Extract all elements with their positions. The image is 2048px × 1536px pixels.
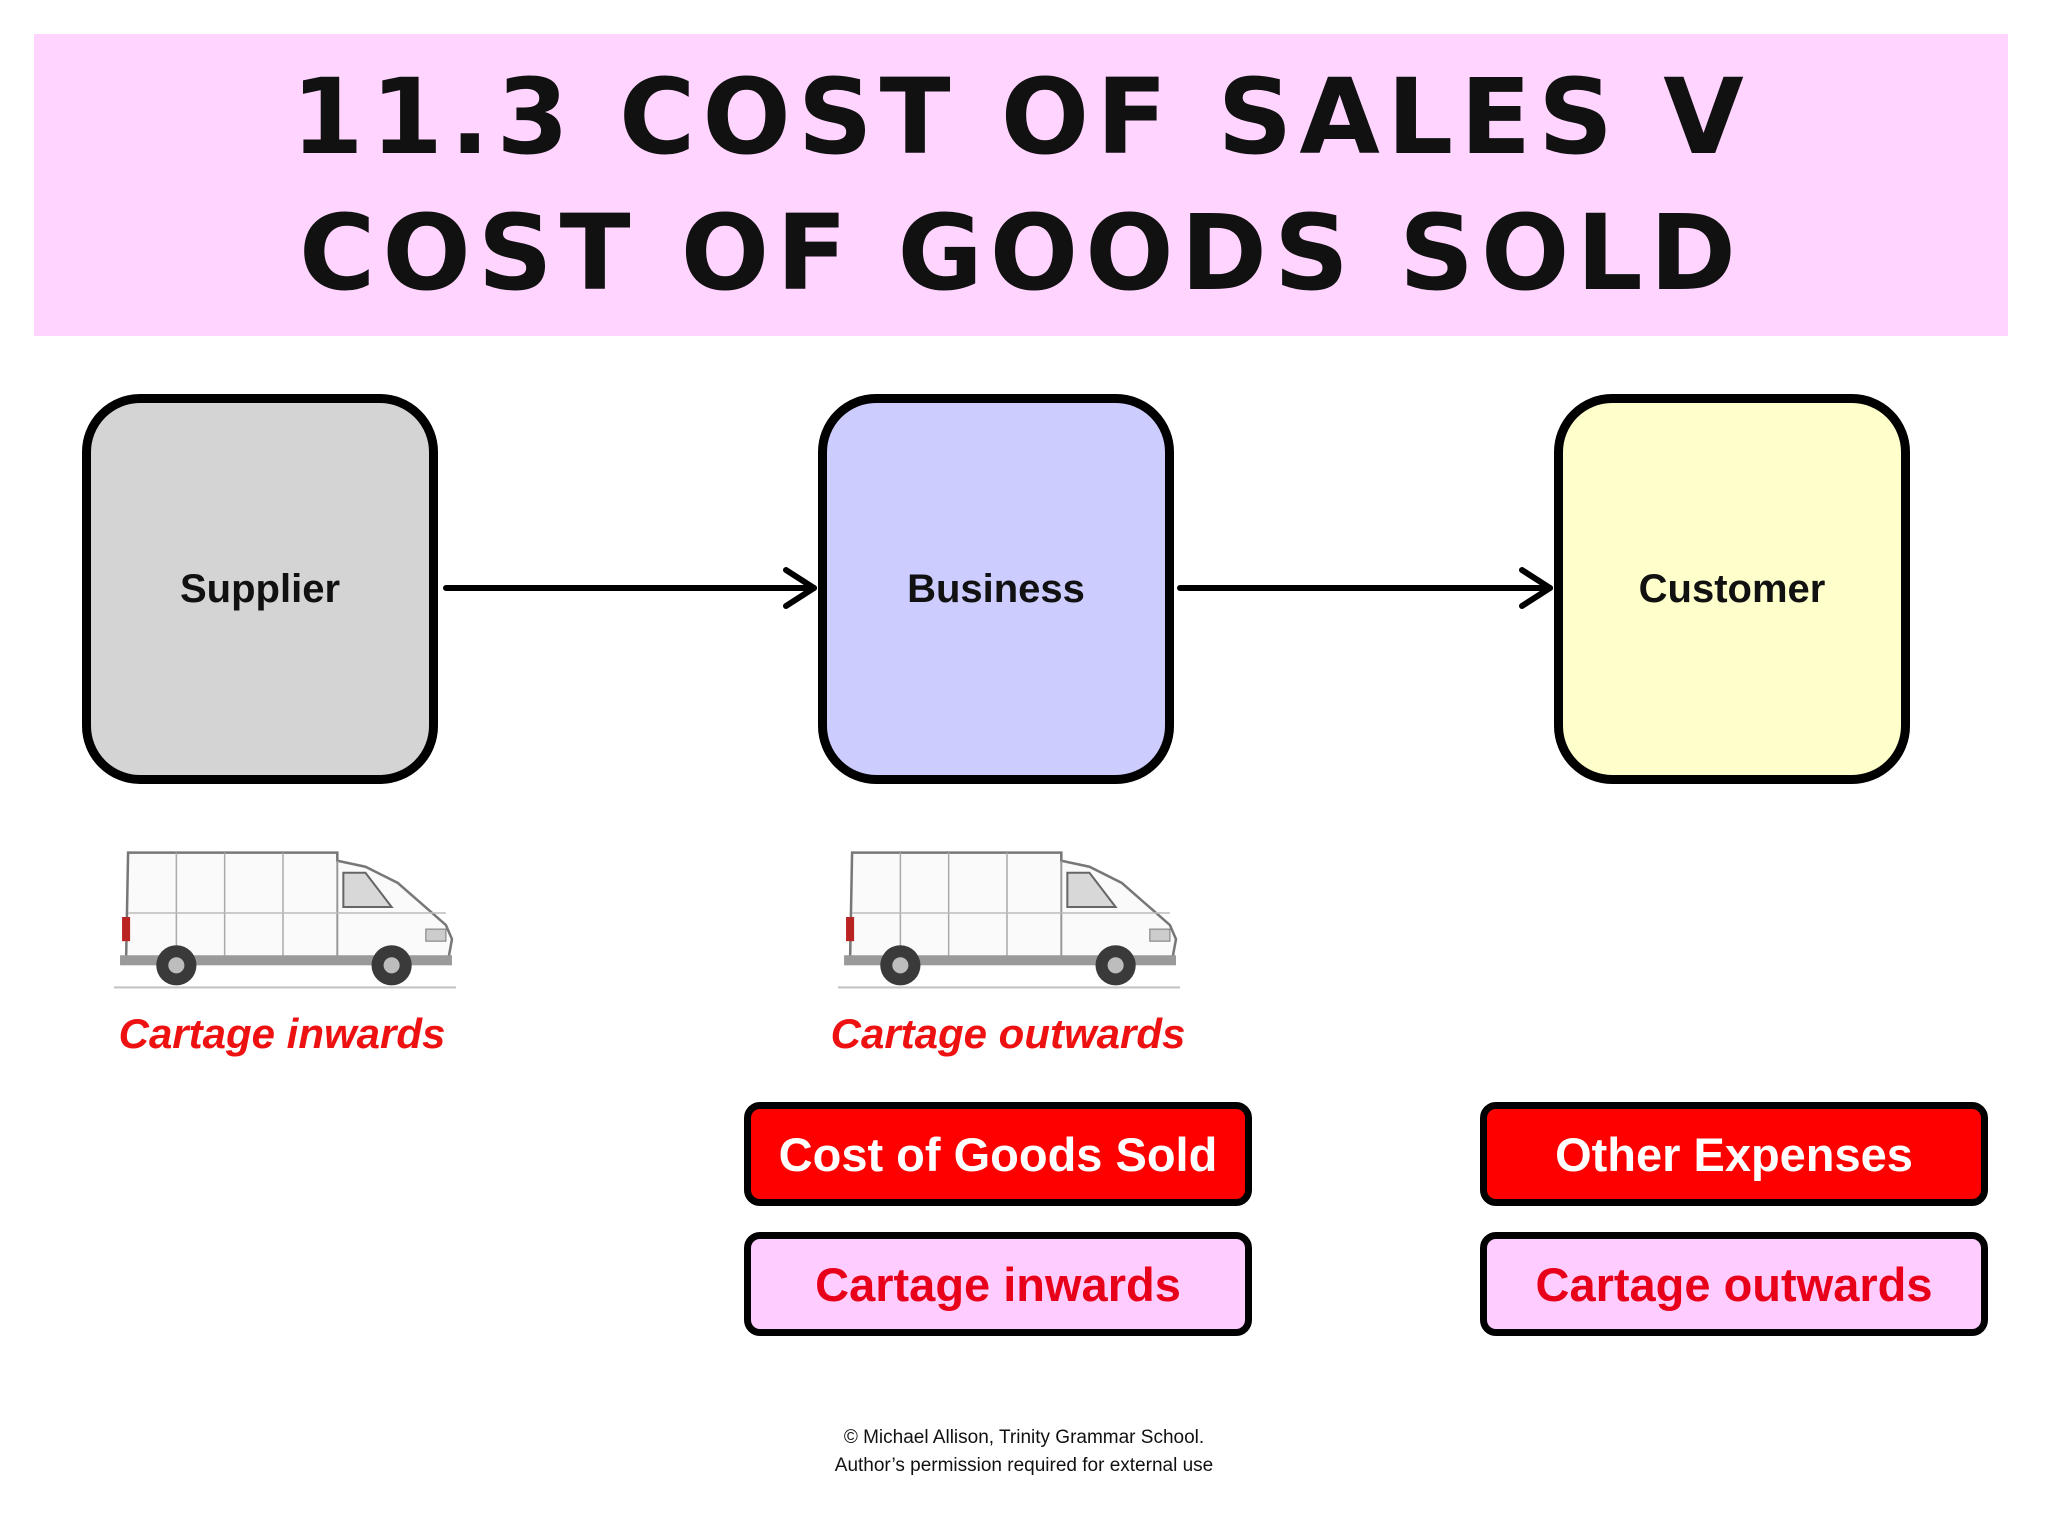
- van-icon: [114, 851, 456, 989]
- title-line-2: COST OF GOODS SOLD: [299, 192, 1743, 314]
- customer-label: Customer: [1638, 566, 1826, 611]
- footer-line-2: Author’s permission required for externa…: [834, 1455, 1214, 1476]
- supplier-box: Supplier: [82, 394, 438, 784]
- cogs-cartage-inwards-item: Cartage inwards: [744, 1232, 1252, 1336]
- business-box: Business: [818, 394, 1174, 784]
- van-icon: [838, 851, 1180, 989]
- arrow-supplier-to-business: [443, 567, 817, 609]
- cartage-inwards-caption: Cartage inwards: [118, 1010, 446, 1057]
- arrow-business-to-customer: [1177, 567, 1553, 609]
- supplier-label: Supplier: [179, 566, 341, 611]
- cartage-outwards-caption: Cartage outwards: [830, 1010, 1186, 1057]
- other-cartage-outwards-item: Cartage outwards: [1480, 1232, 1988, 1336]
- copyright-footer: © Michael Allison, Trinity Grammar Schoo…: [0, 1424, 2048, 1480]
- cost-of-goods-sold-heading: Cost of Goods Sold: [744, 1102, 1252, 1206]
- business-label: Business: [907, 566, 1085, 611]
- other-expenses-heading: Other Expenses: [1480, 1102, 1988, 1206]
- title-line-1: 11.3 COST OF SALES V: [291, 56, 1751, 178]
- customer-box: Customer: [1554, 394, 1910, 784]
- title-banner: 11.3 COST OF SALES V COST OF GOODS SOLD: [34, 34, 2008, 336]
- footer-line-1: © Michael Allison, Trinity Grammar Schoo…: [843, 1427, 1205, 1448]
